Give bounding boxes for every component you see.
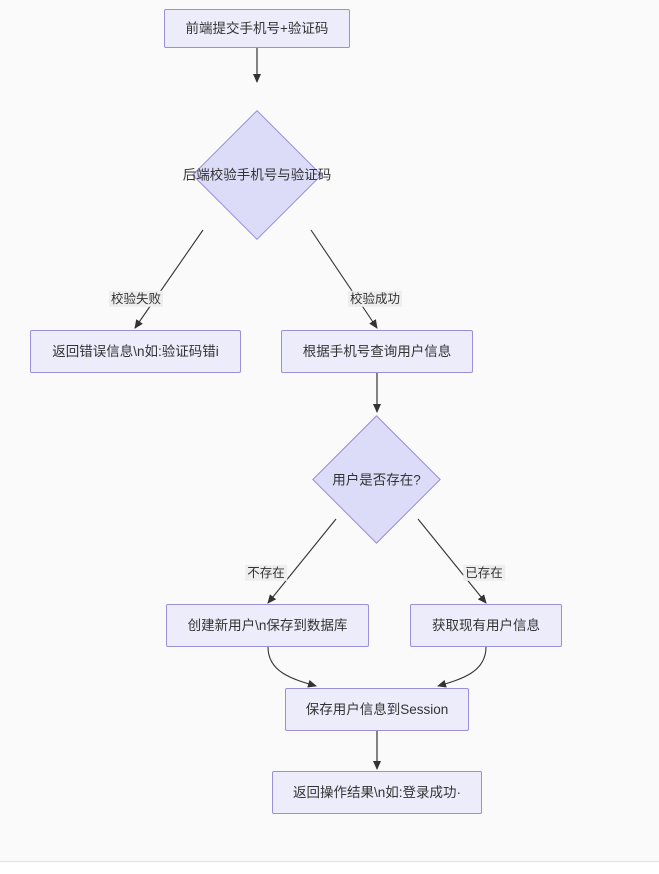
edge-label-verify-failed: 校验失败 [108, 290, 164, 308]
node-label: 获取现有用户信息 [432, 617, 540, 633]
node-return-error[interactable]: 返回错误信息\n如:验证码错i [30, 330, 241, 373]
node-label: 保存用户信息到Session [305, 701, 449, 717]
node-verify-phone-code[interactable]: 后端校验手机号与验证码 [183, 109, 331, 241]
node-label: 后端校验手机号与验证码 [182, 167, 332, 183]
edge-n5-n6 [267, 518, 337, 604]
edge-label-exists: 已存在 [463, 564, 505, 582]
edge-label-verify-success: 校验成功 [347, 290, 403, 308]
edge-n5-n7 [417, 518, 487, 604]
edge-n2-n3 [134, 229, 204, 329]
node-label: 返回操作结果\n如:登录成功· [292, 784, 461, 800]
edge-label-not-exists: 不存在 [245, 564, 287, 582]
node-label: 创建新用户\n保存到数据库 [187, 617, 348, 633]
node-fetch-existing-user[interactable]: 获取现有用户信息 [410, 604, 562, 647]
edge-n7-n8 [437, 646, 487, 688]
bottom-divider [0, 861, 659, 862]
page-footer-area [0, 862, 659, 874]
edge-n6-n8 [267, 646, 317, 688]
node-create-new-user[interactable]: 创建新用户\n保存到数据库 [166, 604, 369, 647]
node-submit-phone-code[interactable]: 前端提交手机号+验证码 [164, 9, 350, 48]
node-save-user-session[interactable]: 保存用户信息到Session [285, 688, 469, 731]
node-label: 用户是否存在? [332, 471, 421, 487]
node-user-exists-decision[interactable]: 用户是否存在? [312, 415, 441, 544]
node-label: 前端提交手机号+验证码 [185, 20, 329, 36]
node-label: 根据手机号查询用户信息 [302, 343, 452, 359]
node-query-user-by-phone[interactable]: 根据手机号查询用户信息 [281, 330, 473, 373]
node-label: 返回错误信息\n如:验证码错i [52, 343, 219, 359]
edge-n2-n4 [310, 229, 378, 329]
node-return-result[interactable]: 返回操作结果\n如:登录成功· [272, 771, 482, 814]
